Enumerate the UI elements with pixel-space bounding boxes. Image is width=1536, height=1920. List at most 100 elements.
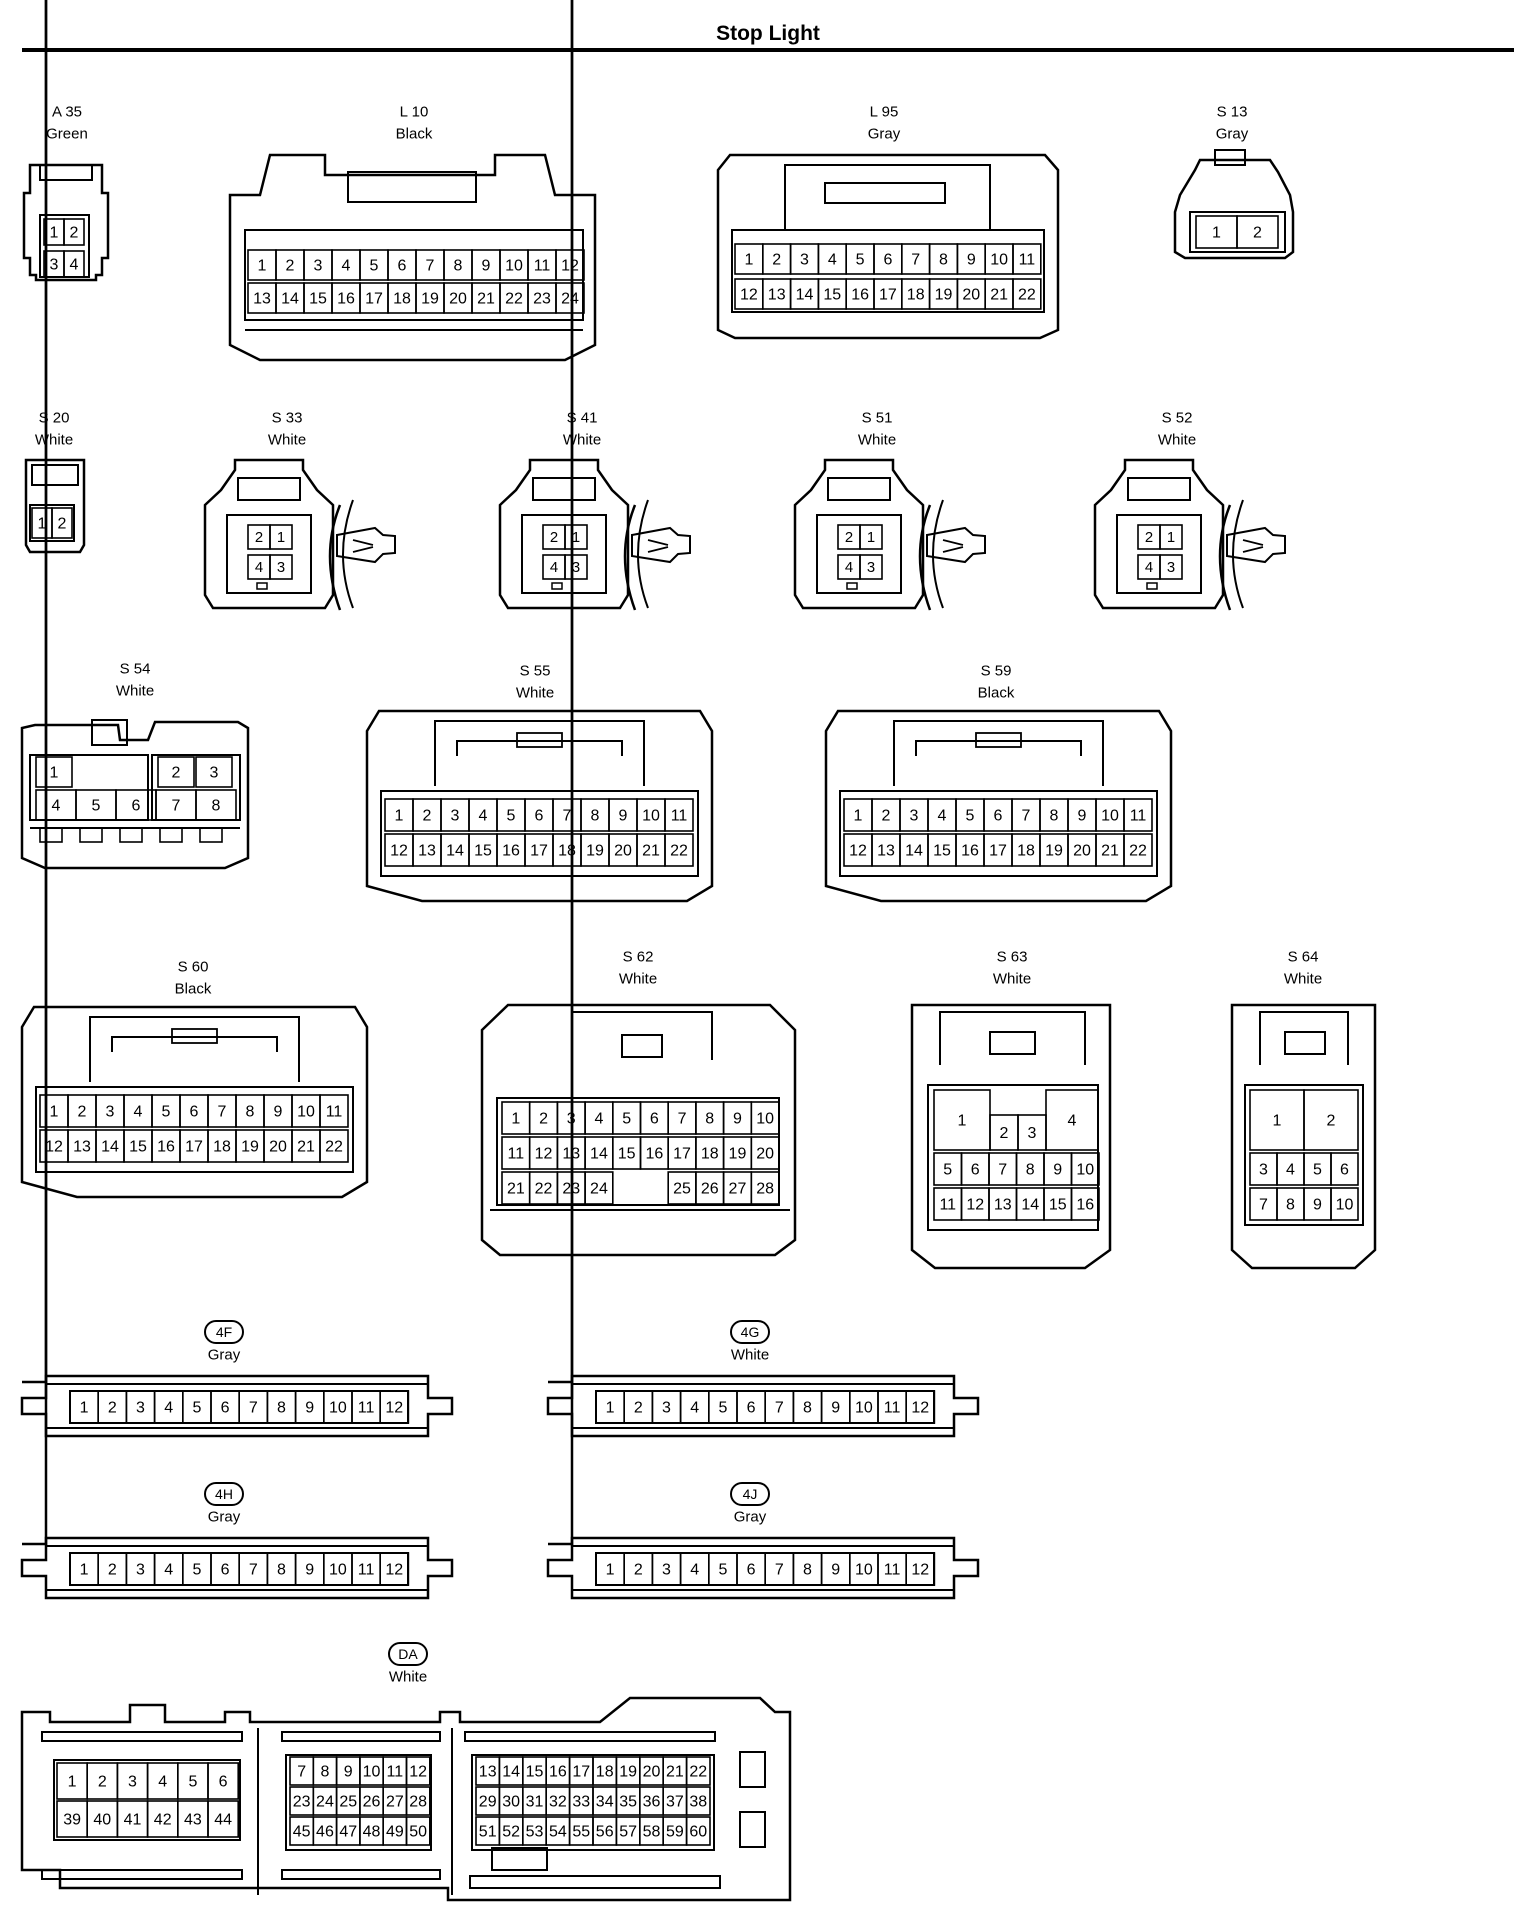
pin-number: 27 (386, 1794, 404, 1811)
pin-number: 8 (803, 1400, 812, 1417)
pin-number: 21 (507, 1181, 525, 1198)
pin-number: 21 (1101, 843, 1119, 860)
pin-cell (319, 1129, 349, 1163)
pin-cell (664, 798, 694, 832)
pin-number: 3 (910, 808, 919, 825)
pin-number: 4 (594, 1111, 603, 1128)
pin-number: 7 (563, 808, 572, 825)
pin-number: 1 (50, 225, 59, 242)
pin-number: 1 (744, 252, 753, 269)
pin-number: 58 (643, 1824, 661, 1841)
pin-cell (405, 1786, 431, 1816)
pin-number: 5 (507, 808, 516, 825)
pin-number: 16 (502, 843, 520, 860)
pin-number: 12 (561, 258, 579, 275)
pin-number: 55 (572, 1824, 590, 1841)
pin-number: 38 (689, 1794, 707, 1811)
pin-number: 49 (386, 1824, 404, 1841)
pin-number: 17 (673, 1146, 691, 1163)
pin-number: 8 (1050, 808, 1059, 825)
pin-number: 7 (426, 258, 435, 275)
pin-cell (1330, 1187, 1359, 1221)
pin-number: 33 (572, 1794, 590, 1811)
connector-color: White (116, 683, 154, 700)
pin-number: 2 (1000, 1125, 1009, 1142)
pin-number: 53 (526, 1824, 544, 1841)
pin-number: 21 (990, 287, 1008, 304)
pin-number: 19 (1045, 843, 1063, 860)
pin-number: 4 (479, 808, 488, 825)
pin-number: 17 (572, 1764, 590, 1781)
pin-number: 20 (614, 843, 632, 860)
pin-number: 5 (192, 1400, 201, 1417)
pin-number: 5 (966, 808, 975, 825)
pin-number: 20 (756, 1146, 774, 1163)
pin-number: 50 (409, 1824, 427, 1841)
pin-number: 24 (590, 1181, 608, 1198)
connector-id: DA (398, 1646, 418, 1662)
pin-number: 15 (933, 843, 951, 860)
connector-id: 4F (216, 1324, 232, 1340)
pin-number: 6 (971, 1162, 980, 1179)
pin-number: 4 (1286, 1162, 1295, 1179)
pin-number: 12 (390, 843, 408, 860)
pin-number: 25 (673, 1181, 691, 1198)
pin-number: 18 (393, 291, 411, 308)
pin-number: 17 (989, 843, 1007, 860)
pin-number: 3 (106, 1104, 115, 1121)
pin-number: 36 (643, 1794, 661, 1811)
pin-number: 15 (129, 1139, 147, 1156)
pin-number: 27 (729, 1181, 747, 1198)
pin-number: 22 (1129, 843, 1147, 860)
pin-number: 3 (800, 252, 809, 269)
connector-id: L 10 (400, 104, 429, 121)
pin-number: 10 (642, 808, 660, 825)
connector-id: S 63 (997, 949, 1028, 966)
pin-number: 18 (596, 1764, 614, 1781)
pin-number: 4 (690, 1400, 699, 1417)
connector-color: White (389, 1669, 427, 1686)
pin-cell (379, 1390, 410, 1424)
pin-number: 5 (622, 1111, 631, 1128)
pin-number: 4 (1068, 1113, 1077, 1130)
pin-number: 23 (293, 1794, 311, 1811)
pin-number: 3 (314, 258, 323, 275)
pin-number: 12 (911, 1562, 929, 1579)
pin-number: 21 (477, 291, 495, 308)
pin-number: 8 (705, 1111, 714, 1128)
pin-number: 57 (619, 1824, 637, 1841)
connector-id: S 60 (178, 959, 209, 976)
pin-cell (750, 1136, 780, 1170)
pin-number: 26 (363, 1794, 381, 1811)
pin-number: 2 (882, 808, 891, 825)
pin-number: 20 (962, 287, 980, 304)
pin-number: 7 (218, 1104, 227, 1121)
pin-number: 2 (1327, 1113, 1336, 1130)
connector-id: L 95 (870, 104, 899, 121)
connector-id-badge (204, 1482, 244, 1506)
pin-cell (63, 218, 85, 246)
pin-number: 1 (572, 530, 580, 546)
pin-number: 10 (990, 252, 1008, 269)
pin-number: 8 (277, 1400, 286, 1417)
pin-number: 12 (409, 1764, 427, 1781)
pin-number: 5 (1313, 1162, 1322, 1179)
pin-number: 14 (796, 287, 814, 304)
connector-color: White (1158, 432, 1196, 449)
pin-number: 22 (535, 1181, 553, 1198)
pin-number: 5 (370, 258, 379, 275)
title-rule (22, 48, 1514, 52)
pin-number: 4 (550, 560, 558, 576)
pin-number: 3 (662, 1562, 671, 1579)
pin-cell (685, 1786, 711, 1816)
pin-number: 20 (1073, 843, 1091, 860)
pin-number: 9 (831, 1562, 840, 1579)
pin-cell (319, 1094, 349, 1128)
pin-number: 2 (255, 530, 263, 546)
